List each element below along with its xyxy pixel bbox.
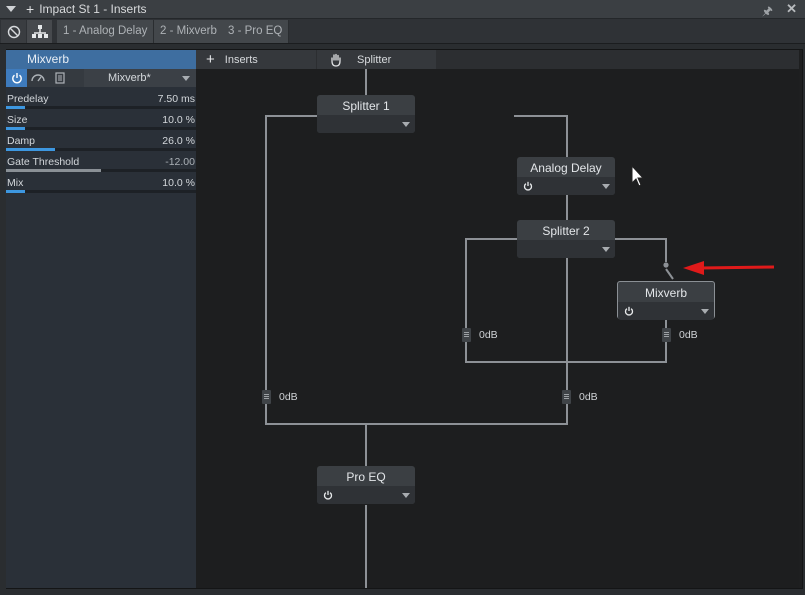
node-title: Splitter 2 (542, 224, 590, 238)
gain-inner-left[interactable]: 0dB (462, 328, 498, 342)
gain-value: 0dB (279, 391, 298, 403)
param-name: Size (7, 114, 28, 126)
chevron-down-icon[interactable] (602, 247, 610, 252)
branch-switch[interactable] (663, 262, 674, 280)
gain-outer-right[interactable]: 0dB (562, 390, 598, 404)
preset-name: Mixverb* (108, 72, 151, 84)
node-title: Splitter 1 (342, 99, 390, 113)
routing-canvas: Splitter 1 Analog Delay Splitter 2 Mixve… (196, 69, 799, 588)
param-slider-fill (6, 127, 25, 130)
annotation-arrow (683, 261, 775, 275)
disable-all-button[interactable] (1, 20, 26, 43)
mixverb-node[interactable]: Mixverb (617, 281, 715, 320)
param-mix[interactable]: Mix 10.0 % (6, 174, 196, 195)
preset-manager-button[interactable] (49, 69, 71, 87)
node-footer (317, 115, 415, 133)
pro-eq-node[interactable]: Pro EQ (317, 466, 415, 504)
param-value: 26.0 % (162, 135, 195, 147)
node-title: Pro EQ (346, 470, 386, 484)
param-slider[interactable] (6, 169, 196, 172)
param-name: Mix (7, 177, 24, 189)
preset-dropdown[interactable]: Mixverb* (84, 69, 196, 87)
param-size[interactable]: Size 10.0 % (6, 111, 196, 132)
param-slider[interactable] (6, 190, 196, 193)
tab-analog-delay[interactable]: 1 - Analog Delay (57, 20, 155, 43)
param-gate-threshold[interactable]: Gate Threshold -12.00 (6, 153, 196, 174)
param-slider[interactable] (6, 148, 196, 151)
tab-pro-eq[interactable]: 3 - Pro EQ (222, 20, 290, 43)
param-slider-fill (6, 106, 25, 109)
document-icon (55, 72, 65, 84)
mouse-cursor-icon (631, 164, 645, 187)
pin-icon[interactable]: 🖈 (761, 4, 773, 18)
param-slider-fill (6, 169, 101, 172)
splitter1-node[interactable]: Splitter 1 (317, 95, 415, 133)
automation-button[interactable] (27, 69, 49, 87)
window-title: Impact St 1 - Inserts (39, 2, 147, 16)
param-slider-fill (6, 148, 56, 151)
chevron-down-icon[interactable] (701, 309, 709, 314)
routing-icon (31, 24, 48, 38)
gain-outer-left[interactable]: 0dB (262, 390, 298, 404)
node-footer (317, 486, 415, 504)
routing-toolbar: + Inserts Splitter (196, 50, 799, 69)
close-icon[interactable]: ✕ (786, 1, 797, 16)
param-slider[interactable] (6, 127, 196, 130)
tab-mixverb[interactable]: 2 - Mixverb (154, 20, 224, 43)
collapse-triangle-icon[interactable] (6, 6, 16, 12)
fader-icon[interactable] (262, 390, 271, 404)
chevron-down-icon[interactable] (402, 122, 410, 127)
plus-icon: + (206, 51, 215, 68)
param-predelay[interactable]: Predelay 7.50 ms (6, 90, 196, 111)
param-name: Damp (7, 135, 36, 147)
chevron-down-icon[interactable] (402, 493, 410, 498)
node-footer (517, 177, 615, 195)
power-icon[interactable] (624, 306, 634, 316)
node-footer (517, 240, 615, 258)
add-icon[interactable]: + (26, 1, 35, 17)
splitter-label: Splitter (357, 53, 392, 66)
node-title: Analog Delay (530, 161, 602, 175)
param-value: 7.50 ms (157, 93, 195, 105)
routing-view-button[interactable] (27, 20, 52, 43)
hand-drag-icon (331, 53, 341, 67)
add-splitter-button[interactable]: Splitter (317, 50, 436, 69)
gain-inner-right[interactable]: 0dB (662, 328, 698, 342)
param-name: Gate Threshold (7, 156, 80, 168)
plugin-power-button[interactable] (6, 69, 27, 87)
bypass-icon (7, 25, 20, 38)
param-value: 10.0 % (162, 177, 195, 189)
analog-delay-node[interactable]: Analog Delay (517, 157, 615, 195)
plugin-toolbar: Mixverb* (6, 69, 196, 87)
gain-value: 0dB (479, 329, 498, 341)
plugin-title: Mixverb (6, 50, 196, 69)
plugin-panel: Mixverb Mixverb* (6, 50, 196, 588)
fader-icon[interactable] (462, 328, 471, 342)
chevron-down-icon (182, 76, 190, 81)
power-icon[interactable] (523, 181, 533, 191)
splitter2-node[interactable]: Splitter 2 (517, 220, 615, 258)
param-name: Predelay (7, 93, 49, 105)
power-icon (11, 73, 22, 84)
chevron-down-icon[interactable] (602, 184, 610, 189)
param-slider-fill (6, 190, 25, 193)
add-insert-button[interactable]: + Inserts (196, 50, 316, 69)
automation-icon (31, 74, 45, 82)
parameter-list: Predelay 7.50 ms Size 10.0 % Damp 26.0 %… (6, 90, 196, 195)
window-titlebar: + Impact St 1 - Inserts 🖈 ✕ (0, 0, 805, 19)
fader-icon[interactable] (562, 390, 571, 404)
gain-value: 0dB (679, 329, 698, 341)
node-footer (618, 302, 714, 320)
inserts-label: Inserts (224, 53, 258, 66)
power-icon[interactable] (323, 490, 333, 500)
param-value: 10.0 % (162, 114, 195, 126)
fader-icon[interactable] (662, 328, 671, 342)
param-slider[interactable] (6, 106, 196, 109)
param-value: -12.00 (165, 156, 195, 168)
param-damp[interactable]: Damp 26.0 % (6, 132, 196, 153)
gain-value: 0dB (579, 391, 598, 403)
node-title: Mixverb (644, 286, 687, 300)
insert-tabstrip: 1 - Analog Delay 2 - Mixverb 3 - Pro EQ (0, 19, 805, 44)
